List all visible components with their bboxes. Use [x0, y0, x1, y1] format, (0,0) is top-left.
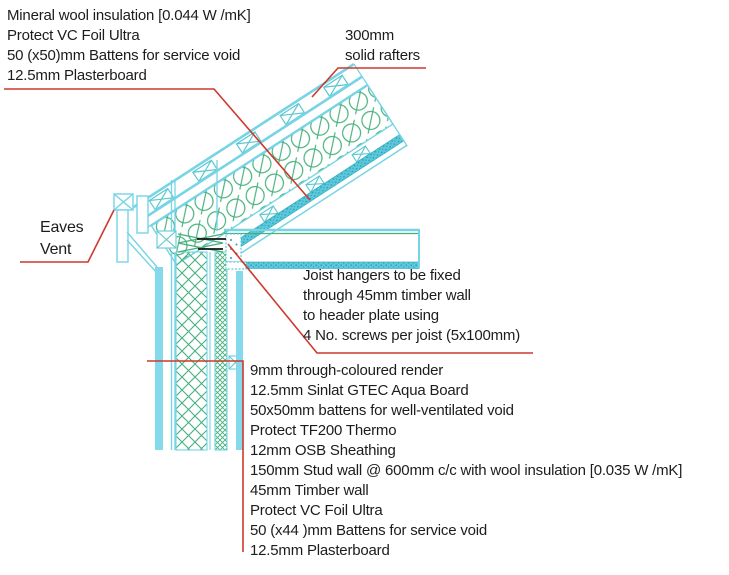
leader-wall-layers — [147, 360, 244, 552]
roof-outer-line — [131, 62, 355, 209]
label-line: Protect TF200 Thermo — [250, 422, 397, 439]
label-line: 12.5mm Sinlat GTEC Aqua Board — [250, 382, 469, 399]
label-line: Protect VC Foil Ultra — [7, 27, 140, 44]
label-joist-hangers: Joist hangers to be fixed through 45mm t… — [303, 266, 520, 346]
label-line: 12mm OSB Sheathing — [250, 442, 396, 459]
label-line: Vent — [40, 241, 72, 258]
roof-assembly — [131, 62, 408, 266]
eaves-vent-cross — [113, 193, 134, 211]
label-rafters: 300mm solid rafters — [345, 26, 420, 66]
rafter-end — [136, 195, 149, 234]
label-line: Joist hangers to be fixed — [303, 267, 461, 284]
wall-lines-extension — [170, 160, 218, 231]
label-line: 4 No. screws per joist (5x100mm) — [303, 327, 520, 344]
label-line: Eaves — [40, 219, 84, 236]
soffit-lines — [126, 231, 158, 274]
label-line: 150mm Stud wall @ 600mm c/c with wool in… — [250, 462, 683, 479]
wall-plate-cross — [156, 230, 177, 249]
label-line: through 45mm timber wall — [303, 287, 471, 304]
label-wall-layers: 9mm through-coloured render 12.5mm Sinla… — [250, 361, 682, 561]
leader-roof-layers — [4, 88, 311, 201]
ceiling-joist — [224, 228, 420, 269]
label-line: 50x50mm battens for well-ventilated void — [250, 402, 514, 419]
wall-osb-lines — [170, 252, 176, 450]
label-line: 300mm — [345, 27, 395, 44]
label-line: 12.5mm Plasterboard — [250, 542, 390, 559]
roof-plasterboard-line — [237, 144, 408, 256]
sarking-line — [145, 84, 368, 229]
label-line: Mineral wool insulation [0.044 W /mK] — [7, 7, 251, 24]
label-line: 9mm through-coloured render — [250, 362, 444, 379]
label-line: Protect VC Foil Ultra — [250, 502, 383, 519]
label-line: solid rafters — [345, 47, 420, 64]
leader-rafters — [311, 67, 426, 98]
label-line: to header plate using — [303, 307, 439, 324]
leader-joist-hangers — [227, 243, 533, 354]
counter-batten-line — [140, 75, 363, 222]
wall-timber-45 — [214, 251, 228, 451]
label-line: 50 (x50)mm Battens for service void — [7, 47, 241, 64]
label-line: 50 (x44 )mm Battens for service void — [250, 522, 488, 539]
label-eaves-vent: Eaves Vent — [40, 217, 84, 261]
annotation-leaders — [4, 67, 533, 552]
leader-eaves-vent — [20, 209, 115, 263]
screw-lines — [197, 238, 226, 250]
wall-stud-insulation — [175, 251, 208, 451]
eaves-detail — [113, 193, 158, 274]
roof-mineral-wool — [150, 84, 394, 266]
wall-render-band — [155, 267, 163, 450]
label-roof-layers: Mineral wool insulation [0.044 W /mK] Pr… — [7, 6, 251, 86]
fascia-board — [116, 209, 129, 263]
roof-end-cut — [353, 63, 408, 147]
label-line: 12.5mm Plasterboard — [7, 67, 147, 84]
label-line: 45mm Timber wall — [250, 482, 369, 499]
